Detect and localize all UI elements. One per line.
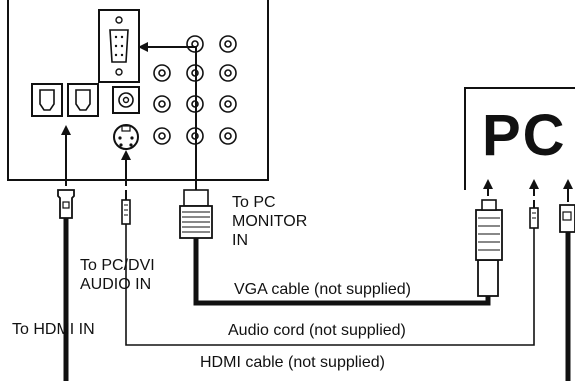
tv-rear-panel xyxy=(7,0,269,181)
vga-cable-right-plug xyxy=(475,199,503,297)
audio-cable-left-plug xyxy=(121,190,131,225)
hdmi-port-2 xyxy=(67,83,99,117)
audio-cable-right-plug xyxy=(529,200,539,229)
vga-port-tv xyxy=(98,9,140,83)
hdmi-cable-label: HDMI cable (not supplied) xyxy=(200,354,385,371)
to-pc-monitor-in-label: To PC MONITOR IN xyxy=(232,194,308,249)
hdmi-cable-right-plug xyxy=(559,204,575,233)
vga-cable-label: VGA cable (not supplied) xyxy=(234,281,411,298)
pc-device-label: PC xyxy=(482,103,567,168)
to-hdmi-in-label: To HDMI IN xyxy=(12,321,95,338)
tv-input-arrows xyxy=(61,42,197,190)
vga-cable-line xyxy=(193,238,491,306)
audio-cord-line xyxy=(125,224,535,346)
audio-in-jack xyxy=(112,86,140,114)
pc-input-arrows xyxy=(483,179,573,202)
vga-cable-left-plug xyxy=(179,189,213,239)
to-pc-dvi-audio-in-label: To PC/DVI AUDIO IN xyxy=(80,257,155,293)
hdmi-cable-left-plug xyxy=(57,189,75,219)
s-video-jack xyxy=(113,124,139,150)
pc-box xyxy=(464,87,575,190)
hdmi-port-1 xyxy=(31,83,63,117)
rca-jack-grid xyxy=(121,35,237,145)
audio-cord-label: Audio cord (not supplied) xyxy=(228,322,406,339)
